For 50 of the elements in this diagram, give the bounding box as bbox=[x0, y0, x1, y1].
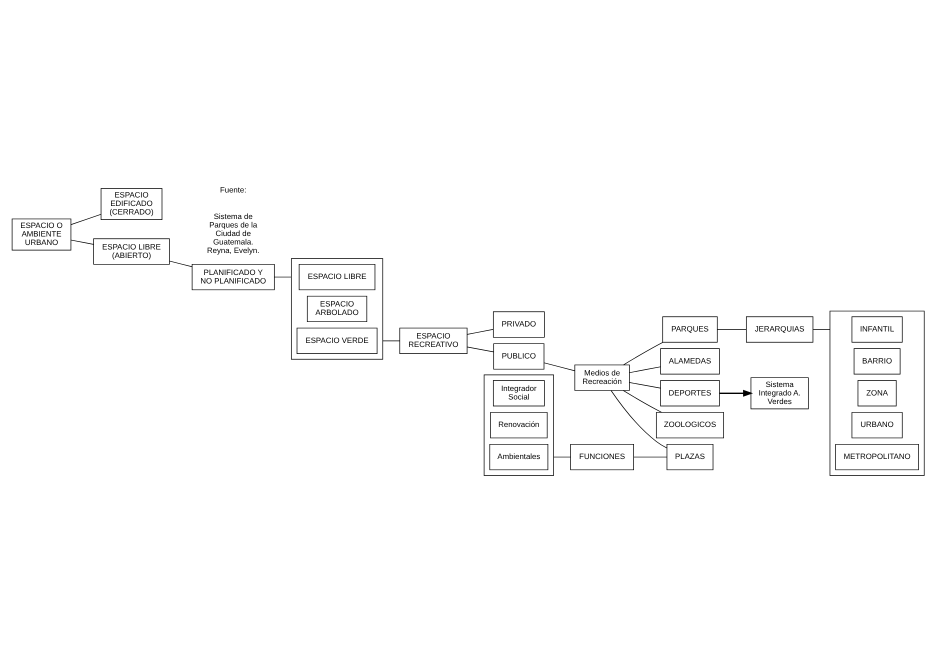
node-box: METROPOLITANO bbox=[835, 443, 919, 470]
arrow bbox=[720, 389, 754, 396]
node-box: PRIVADO bbox=[492, 310, 545, 338]
connector bbox=[812, 328, 830, 330]
node-box: ESPACIO LIBRE (ABIERTO) bbox=[93, 238, 170, 264]
connector bbox=[70, 239, 94, 244]
label: Fuente: bbox=[220, 185, 246, 194]
connector bbox=[70, 213, 102, 224]
node-box: PLAZAS bbox=[666, 443, 714, 470]
cluster bbox=[484, 374, 554, 476]
connector bbox=[553, 456, 571, 457]
node-box: Ambientales bbox=[489, 443, 548, 470]
node-box: Sistema Integrado A. Verdes bbox=[750, 376, 809, 409]
connector bbox=[169, 260, 192, 267]
node-box: Renovación bbox=[490, 412, 548, 438]
connector bbox=[466, 328, 494, 334]
label: Sistema de Parques de la Ciudad de Guatemala. Reyna, Evelyn. bbox=[207, 211, 260, 254]
node-box: URBANO bbox=[852, 412, 903, 438]
connector bbox=[623, 341, 664, 365]
connector bbox=[610, 390, 668, 448]
cluster bbox=[830, 310, 925, 476]
node-box: ESPACIO LIBRE bbox=[298, 263, 376, 290]
node-box: ZONA bbox=[858, 380, 897, 406]
node-box: ZOOLOGICOS bbox=[656, 412, 724, 438]
node-box: ESPACIO ARBOLADO bbox=[306, 295, 368, 322]
node-box: PUBLICO bbox=[493, 342, 544, 370]
node-box: ALAMEDAS bbox=[660, 348, 720, 374]
connector bbox=[382, 340, 400, 341]
node-box: ESPACIO RECREATIVO bbox=[399, 327, 468, 354]
node-box: Integrador Social bbox=[492, 380, 545, 406]
connector bbox=[623, 390, 662, 412]
connector bbox=[629, 382, 661, 388]
node-box: DEPORTES bbox=[660, 380, 720, 406]
connector bbox=[274, 276, 292, 277]
node-box: PARQUES bbox=[662, 316, 718, 342]
node-box: INFANTIL bbox=[852, 316, 903, 342]
node-box: FUNCIONES bbox=[570, 443, 634, 470]
node-box: BARRIO bbox=[854, 348, 900, 374]
cluster bbox=[290, 258, 384, 360]
node-box: JERARQUIAS bbox=[746, 316, 814, 342]
connector bbox=[544, 362, 575, 371]
node-box: ESPACIO VERDE bbox=[296, 327, 378, 354]
node-box: PLANIFICADO Y NO PLANIFICADO bbox=[192, 263, 275, 290]
node-box: ESPACIO O AMBIENTE URBANO bbox=[12, 218, 72, 250]
connector bbox=[633, 456, 668, 457]
connector bbox=[629, 366, 661, 373]
connector bbox=[466, 346, 494, 352]
connector bbox=[717, 328, 746, 330]
node-box: Medios de Recreación bbox=[574, 364, 630, 390]
node-box: ESPACIO EDIFICADO (CERRADO) bbox=[100, 188, 162, 220]
